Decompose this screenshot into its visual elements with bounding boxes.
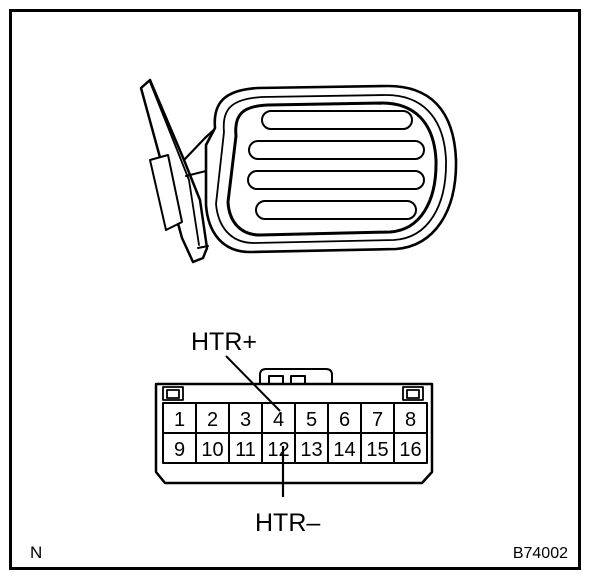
connector-tabs — [162, 386, 424, 401]
htr-minus-label: HTR– — [255, 509, 320, 537]
mirror-glass — [226, 101, 438, 237]
view-mark: N — [30, 543, 42, 562]
htr-plus-label: HTR+ — [191, 328, 257, 356]
pin-14: 14 — [333, 439, 355, 461]
pin-1: 1 — [174, 409, 185, 431]
pin-grid — [162, 402, 428, 464]
pin-10: 10 — [201, 439, 223, 461]
pin-15: 15 — [366, 439, 388, 461]
pin-7: 7 — [372, 409, 383, 431]
top-pin-row: 1 2 3 4 5 6 7 8 — [174, 409, 416, 431]
figure-code: B74002 — [513, 545, 568, 562]
pin-9: 9 — [174, 439, 185, 461]
pin-11: 11 — [235, 439, 256, 461]
pin-3: 3 — [240, 409, 251, 431]
htr-plus-leader — [225, 355, 281, 412]
pin-16: 16 — [399, 439, 421, 461]
pin-12: 12 — [267, 439, 289, 461]
pin-8: 8 — [405, 409, 416, 431]
pin-13: 13 — [300, 439, 322, 461]
pin-2: 2 — [207, 409, 218, 431]
pin-5: 5 — [306, 409, 317, 431]
pin-4: 4 — [273, 409, 284, 431]
heater-element — [247, 110, 425, 220]
mirror-illustration — [139, 78, 458, 264]
pin-6: 6 — [339, 409, 350, 431]
bottom-pin-row: 9 10 11 12 13 14 15 16 — [174, 439, 422, 461]
mirror-connector — [154, 368, 434, 485]
